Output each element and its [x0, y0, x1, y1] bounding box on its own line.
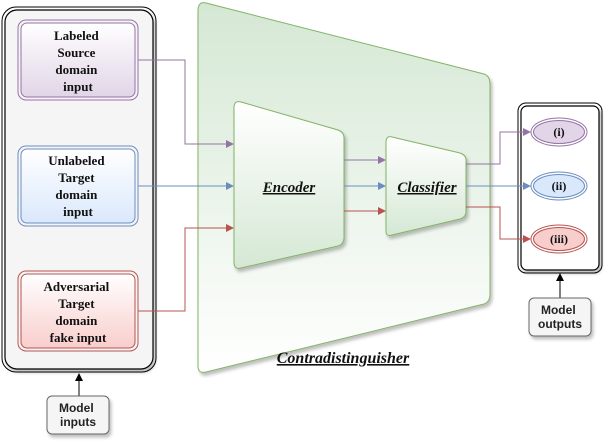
output-1: (i) — [530, 117, 588, 147]
output-2: (ii) — [530, 171, 588, 201]
input-fake-line-1: Adversarial — [44, 279, 110, 294]
output-1-label: (i) — [553, 125, 564, 139]
output-2-label: (ii) — [552, 179, 567, 193]
contradistinguisher-label: Contradistinguisher — [277, 350, 410, 367]
encoder-block — [233, 101, 345, 269]
input-target-line-1: Unlabeled — [48, 153, 105, 168]
input-source-line-2: Source — [57, 45, 95, 60]
svg-text:Adversarial Target: Adversarial Target domain fake input — [44, 279, 113, 345]
encoder-label: Encoder — [262, 180, 316, 196]
input-target-line-2: Target — [58, 170, 95, 185]
input-fake-line-2: Target — [58, 296, 95, 311]
note-inputs-line-2: inputs — [60, 415, 96, 429]
note-outputs-line-1: Model — [541, 303, 576, 317]
svg-text:Model inputs: Model inputs — [59, 401, 97, 429]
note-model-outputs: Model outputs — [528, 297, 592, 337]
input-source-line-1: Labeled — [54, 28, 100, 43]
input-target-line-4: input — [63, 204, 93, 219]
output-3-label: (iii) — [550, 232, 568, 246]
classifier-label: Classifier — [397, 180, 456, 196]
svg-text:Labeled Source dom: Labeled Source domain input — [54, 28, 102, 94]
svg-text:Unlabeled Target d: Unlabeled Target domain input — [48, 153, 108, 219]
input-box-source: Labeled Source domain input — [17, 19, 139, 101]
input-source-line-3: domain — [55, 62, 98, 77]
note-outputs-line-2: outputs — [538, 317, 582, 331]
input-target-line-3: domain — [55, 187, 98, 202]
input-fake-line-3: domain — [55, 313, 98, 328]
svg-text:Model outputs: Model outputs — [538, 303, 582, 331]
input-box-target: Unlabeled Target domain input — [17, 145, 139, 227]
note-model-inputs: Model inputs — [46, 395, 110, 435]
input-source-line-4: input — [63, 79, 93, 94]
input-box-fake: Adversarial Target domain fake input — [17, 270, 139, 352]
input-fake-line-4: fake input — [50, 330, 107, 345]
connector-classifier-to-output-3 — [466, 206, 531, 243]
classifier-block — [385, 136, 467, 236]
output-3: (iii) — [530, 224, 588, 254]
note-inputs-line-1: Model — [59, 401, 94, 415]
connector-classifier-to-output-1 — [466, 128, 531, 165]
connector-fake-to-encoder — [138, 224, 234, 312]
connectors — [75, 59, 564, 396]
connector-source-to-encoder — [138, 59, 234, 148]
